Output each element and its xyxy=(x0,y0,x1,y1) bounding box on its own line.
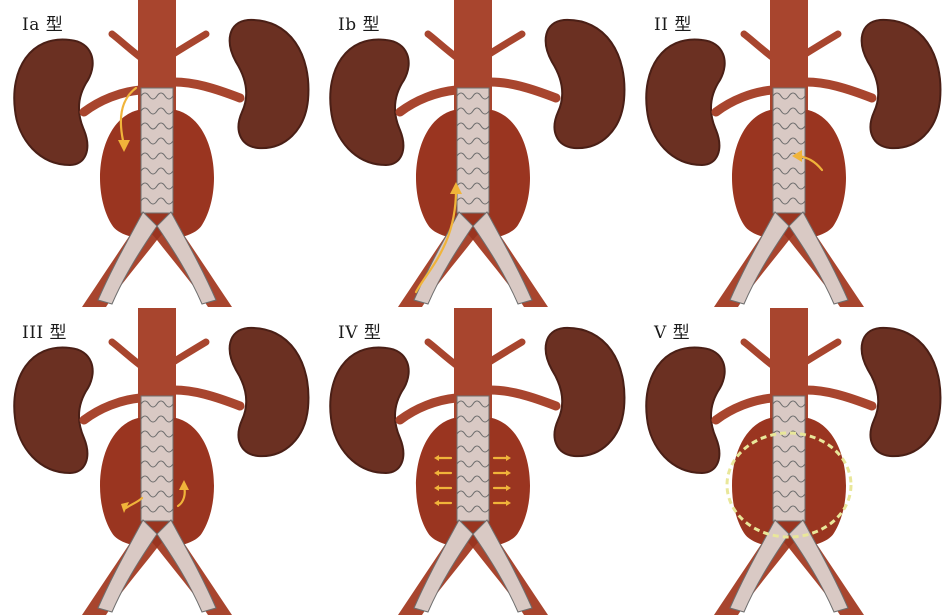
left-kidney xyxy=(330,348,408,473)
right-kidney xyxy=(230,328,309,456)
left-kidney xyxy=(330,40,408,165)
aorta-kidney-illustration xyxy=(0,0,315,307)
right-kidney xyxy=(862,328,941,456)
right-kidney xyxy=(546,20,625,148)
left-kidney xyxy=(646,348,724,473)
aorta-kidney-illustration xyxy=(0,308,315,615)
aorta-kidney-illustration xyxy=(632,308,947,615)
panel-type-iii: III 型 xyxy=(0,308,315,615)
left-kidney xyxy=(646,40,724,165)
right-kidney xyxy=(546,328,625,456)
panel-type-ii: II 型 xyxy=(632,0,947,307)
panel-type-ib: Ib 型 xyxy=(316,0,631,307)
panel-type-v: V 型 xyxy=(632,308,947,615)
panel-type-ia: Ia 型 xyxy=(0,0,315,307)
aorta-kidney-illustration xyxy=(632,0,947,307)
right-kidney xyxy=(862,20,941,148)
panel-type-iv: IV 型 xyxy=(316,308,631,615)
left-kidney xyxy=(14,40,92,165)
left-kidney xyxy=(14,348,92,473)
aorta-kidney-illustration xyxy=(316,308,631,615)
aorta-kidney-illustration xyxy=(316,0,631,307)
right-kidney xyxy=(230,20,309,148)
